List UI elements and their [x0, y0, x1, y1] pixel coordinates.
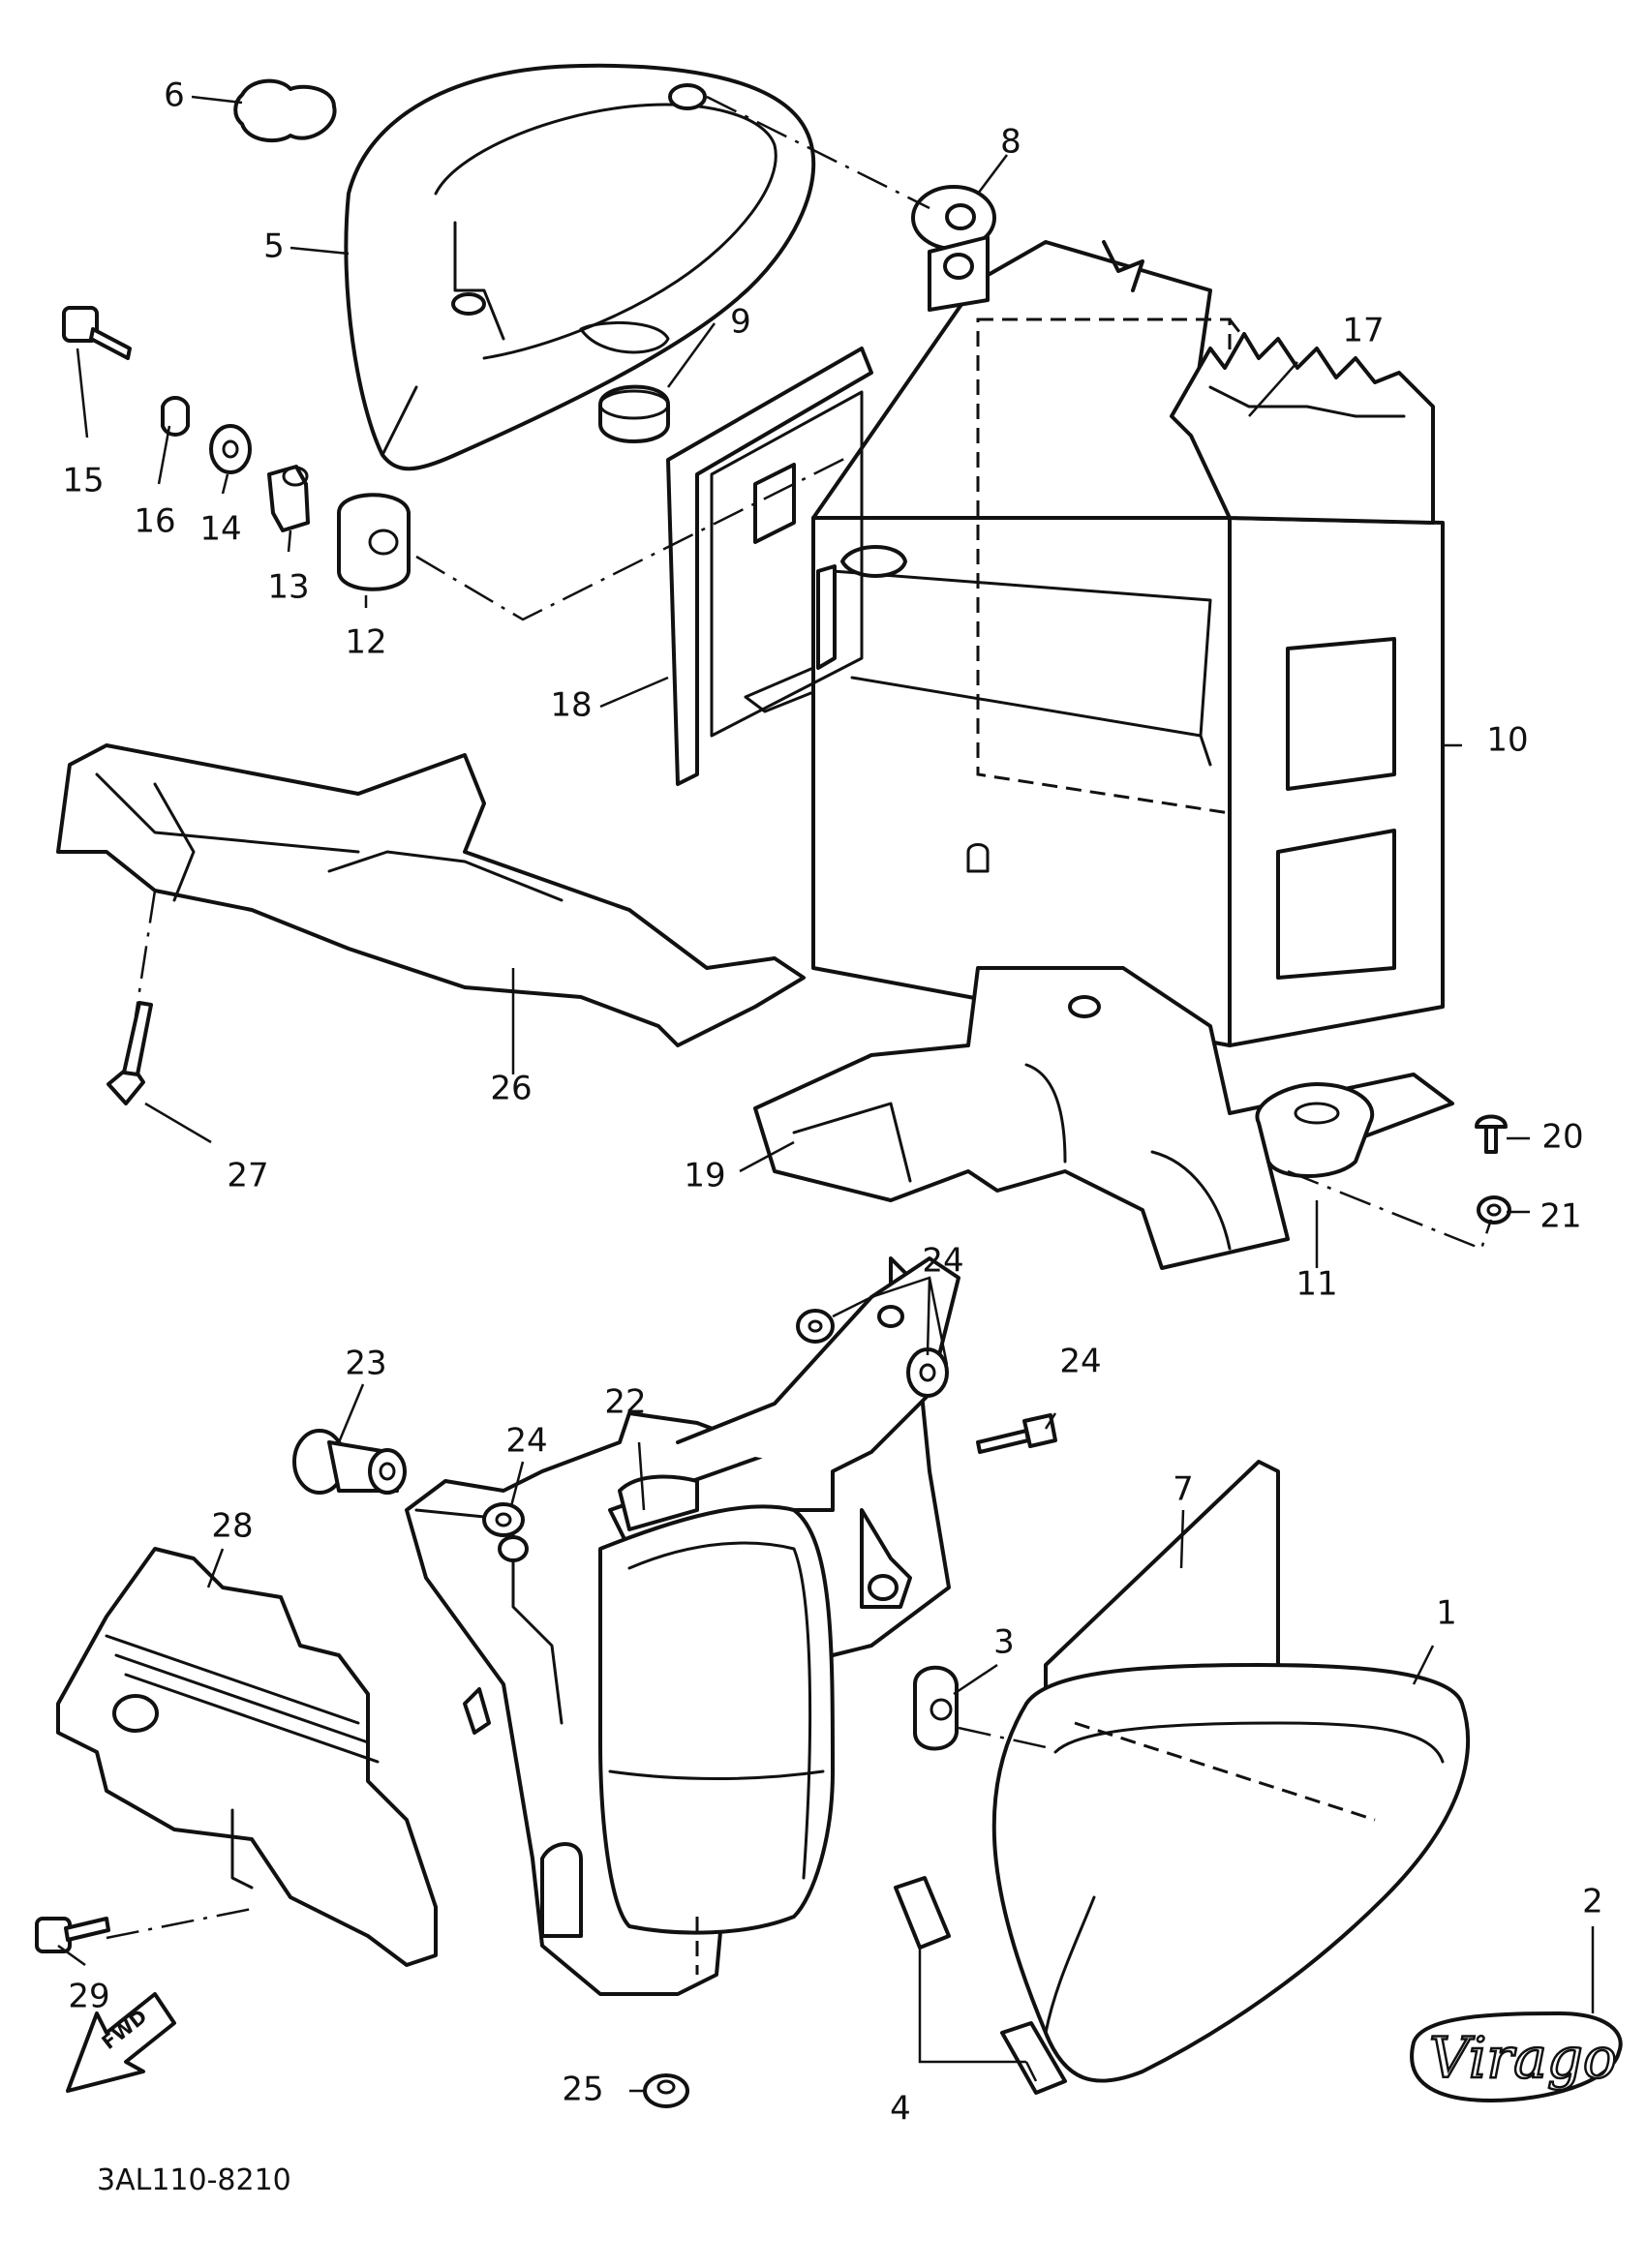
callout-26: 25: [562, 2071, 603, 2109]
part-21-nut: [1477, 1195, 1511, 1225]
callout-19: 19: [684, 1157, 725, 1195]
callout-4: 4: [890, 2090, 911, 2129]
leader-lines: [57, 95, 1595, 2093]
part-6-grommet: [233, 78, 337, 143]
part-8-grommet: [911, 185, 996, 251]
part-18-bracket: [666, 347, 873, 786]
part-24-washer-upper: [796, 1309, 835, 1344]
emblem-text: Virago: [1429, 2025, 1617, 2091]
callout-15: 15: [62, 462, 104, 500]
callout-18: 18: [550, 686, 592, 725]
callout-3: 3: [993, 1623, 1015, 1662]
callout-30: 29: [68, 1978, 109, 2016]
part-16-clip: [161, 396, 190, 437]
callout-7: 7: [1173, 1470, 1194, 1509]
callout-24-top: 24: [922, 1242, 963, 1281]
callout-11: 11: [1295, 1265, 1337, 1304]
part-5-side-cover: [344, 63, 816, 471]
callout-22: 22: [604, 1383, 646, 1422]
part-23-collar: [292, 1429, 407, 1495]
callout-12: 12: [345, 623, 386, 662]
part-24-washer-right: [906, 1347, 949, 1398]
callout-20: 20: [1541, 1118, 1583, 1157]
part-9-grommet: [598, 384, 670, 443]
callout-28: 27: [227, 1157, 268, 1195]
callout-5: 5: [263, 227, 285, 266]
callout-9: 9: [730, 303, 751, 342]
callout-16: 16: [134, 502, 175, 541]
part-24-washer-lower: [482, 1502, 525, 1537]
part-27-cover: [56, 743, 806, 1047]
callout-13: 13: [267, 568, 309, 607]
callout-21: 21: [1539, 1197, 1581, 1236]
part-1-side-cover: [991, 1663, 1471, 2083]
part-30-bolt: [35, 1917, 110, 1953]
part-2-emblem: Virago: [1410, 2011, 1623, 2102]
part-11-damper: [1255, 1082, 1374, 1178]
part-15-bolt: [62, 306, 132, 360]
callout-17: 17: [1342, 312, 1384, 350]
callout-14: 14: [199, 510, 241, 549]
part-29-cover: [56, 1547, 438, 1967]
part-10-battery-box: [811, 235, 1445, 1047]
callout-6: 6: [164, 76, 185, 115]
part-17-battery: [1170, 332, 1435, 525]
callout-1: 1: [1436, 1594, 1457, 1633]
callout-25: 24: [1059, 1343, 1101, 1381]
callout-8: 8: [1000, 123, 1021, 162]
part-3-damper: [913, 1665, 959, 1751]
callout-27: 26: [490, 1070, 532, 1108]
part-25-bolt: [976, 1413, 1057, 1454]
callout-10: 10: [1486, 721, 1528, 760]
part-13-collar: [267, 465, 310, 532]
part-20-screw: [1475, 1114, 1508, 1154]
part-4-damper-lower: [1000, 2021, 1067, 2095]
callout-29: 28: [211, 1507, 253, 1546]
part-14-washer: [209, 424, 252, 474]
part-28-screw: [107, 1001, 153, 1105]
assembly-lines: [106, 95, 1493, 1940]
part-22-case: [405, 1256, 960, 1996]
callout-23: 23: [345, 1345, 386, 1383]
callout-labels: 6 5 8 9 15 16 14 13 12 17 18 10 26 27 19…: [62, 76, 1602, 2129]
part-4-damper-upper: [894, 1876, 951, 1950]
diagram-code: 3AL110-8210: [97, 2163, 291, 2197]
part-12-damper: [337, 493, 411, 591]
callout-2: 2: [1582, 1883, 1603, 1921]
callout-24-left: 24: [505, 1422, 547, 1461]
part-26-grommet: [643, 2073, 689, 2108]
